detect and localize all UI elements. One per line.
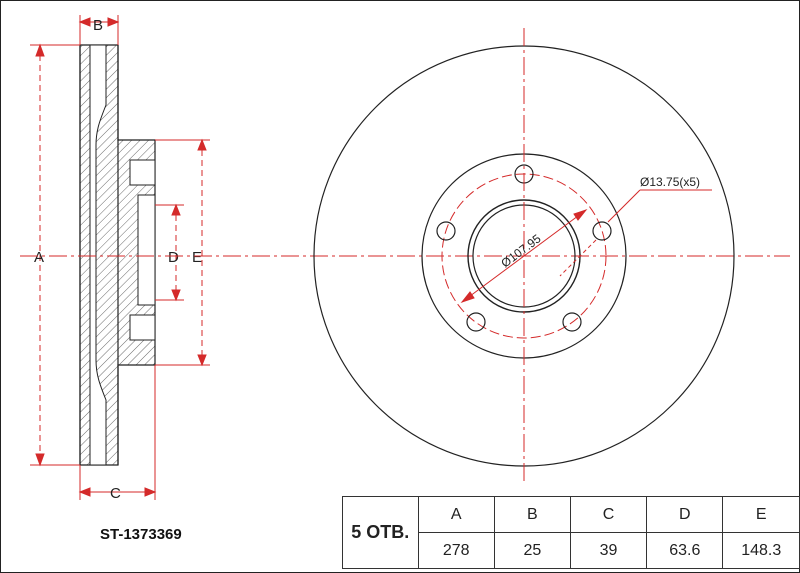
dimension-d: [155, 203, 184, 302]
bolt-holes: [436, 164, 612, 332]
label-c: C: [110, 485, 121, 502]
bolt-hole: [466, 312, 486, 332]
table-header-cell: B: [493, 496, 571, 533]
bolt-hole-diameter-label: Ø13.75(x5): [640, 175, 700, 189]
label-a: A: [34, 249, 44, 266]
pcd-diameter-label: Ø107.95: [498, 231, 543, 270]
section-view: [79, 44, 156, 466]
table-value-row: 278 25 39 63.6 148.3: [343, 532, 800, 569]
table-header-cell: D: [646, 496, 724, 533]
label-e: E: [192, 249, 202, 266]
section-hub-step: [129, 159, 156, 186]
dimension-e: [155, 138, 210, 367]
bolt-hole: [562, 312, 582, 332]
dimension-a: [30, 43, 80, 467]
part-number: ST-1373369: [100, 526, 182, 543]
table-value-cell: 25: [493, 532, 571, 569]
bolt-hole: [436, 221, 456, 241]
section-hub-bore: [137, 194, 156, 306]
table-header-cell: E: [722, 496, 800, 533]
dimension-c: [78, 365, 157, 500]
table-header-cell: C: [569, 496, 648, 533]
table-value-cell: 39: [569, 532, 648, 569]
table-value-cell: 148.3: [722, 532, 800, 569]
section-hub-step-lower: [129, 314, 156, 341]
label-d: D: [168, 249, 179, 266]
table-header-row: 5 ОТВ. A B C D E: [342, 496, 800, 569]
pcd-dimension: [460, 208, 588, 304]
dimension-b: [78, 15, 120, 45]
bolt-hole-leader: [559, 189, 712, 277]
table-header-cell: A: [417, 496, 495, 533]
section-vent-gap: [89, 44, 107, 466]
table-value-cell: 278: [417, 532, 495, 569]
bolt-hole: [592, 221, 612, 241]
holes-count: 5 ОТВ.: [342, 496, 419, 569]
spec-table: 5 ОТВ. A B C D E 278 25 39 63.6 148.3: [342, 496, 800, 569]
label-b: B: [93, 17, 103, 34]
table-value-cell: 63.6: [646, 532, 724, 569]
